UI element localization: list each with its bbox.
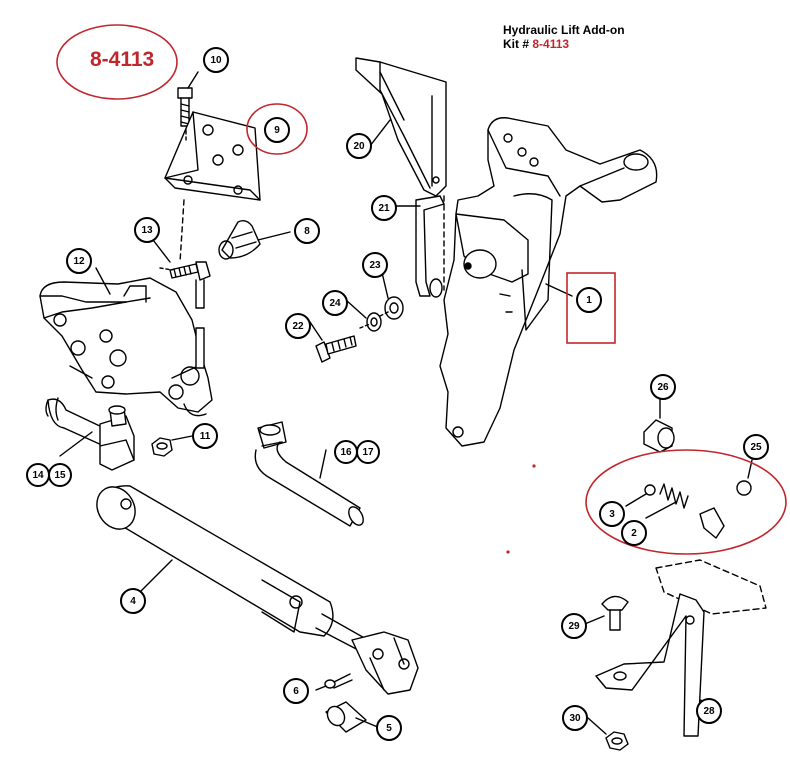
title-line-2: Kit # 8-4113 [503, 37, 625, 51]
part-3-ball [625, 484, 656, 507]
part-2-spring [645, 483, 725, 539]
callout-30: 30 [562, 705, 588, 731]
kit-highlight-ellipse [56, 24, 178, 100]
part-23-washer [384, 296, 404, 320]
red-dot [506, 550, 510, 554]
callout-8: 8 [294, 218, 320, 244]
part-6-cotter [324, 673, 353, 689]
callout-29: 29 [561, 613, 587, 639]
callout-10: 10 [203, 47, 229, 73]
callout-25: 25 [743, 434, 769, 460]
part-11-nut [151, 435, 193, 457]
part-20-bracket [355, 57, 447, 291]
callout-17: 17 [356, 440, 380, 464]
part-28-bracket [595, 559, 767, 737]
part-25-ball [736, 459, 753, 496]
part-12-valve [39, 277, 213, 417]
callout-16: 16 [334, 440, 358, 464]
callout-9: 9 [264, 117, 290, 143]
callout-5: 5 [376, 715, 402, 741]
part-30-nut [587, 717, 629, 751]
callout-4: 4 [120, 588, 146, 614]
callout-11: 11 [192, 423, 218, 449]
kit-number: 8-4113 [532, 37, 570, 51]
part-21-rod [415, 195, 445, 298]
callout-20: 20 [346, 133, 372, 159]
callout-26: 26 [650, 374, 676, 400]
part-13-bolt [159, 261, 211, 309]
callout-15: 15 [48, 463, 72, 487]
callout-16-17: 16 17 [332, 439, 380, 465]
part-9-bracket [164, 111, 261, 263]
part-4-cylinder [96, 485, 419, 695]
part-9-highlight [246, 103, 308, 155]
part-22-bolt [315, 335, 357, 363]
callout-2: 2 [621, 520, 647, 546]
callout-22: 22 [285, 313, 311, 339]
callout-21: 21 [371, 195, 397, 221]
detent-group-highlight [585, 449, 787, 555]
callout-12: 12 [66, 248, 92, 274]
callout-28: 28 [696, 698, 722, 724]
part-1-lift-arm [439, 117, 658, 447]
callout-13: 13 [134, 217, 160, 243]
part-24-lockwasher [359, 311, 389, 332]
kit-prefix: Kit # [503, 37, 533, 51]
kit-badge: 8-4113 [90, 48, 155, 71]
part-26-fitting [643, 397, 675, 453]
callout-23: 23 [362, 252, 388, 278]
part-5-pin [325, 701, 367, 733]
callout-24: 24 [322, 290, 348, 316]
callout-14: 14 [26, 463, 50, 487]
part-16-17-hose [254, 421, 364, 527]
part-29-bolt [601, 595, 629, 631]
callout-1: 1 [576, 287, 602, 313]
part-10-bolt [177, 87, 193, 127]
callout-3: 3 [599, 501, 625, 527]
callout-14-15: 14 15 [24, 462, 72, 488]
part-8-knob [218, 219, 291, 260]
diagram-title: Hydraulic Lift Add-on Kit # 8-4113 [503, 23, 625, 51]
callout-6: 6 [283, 678, 309, 704]
red-dot [532, 464, 536, 468]
part-1-highlight [566, 272, 616, 344]
title-line-1: Hydraulic Lift Add-on [503, 23, 625, 37]
